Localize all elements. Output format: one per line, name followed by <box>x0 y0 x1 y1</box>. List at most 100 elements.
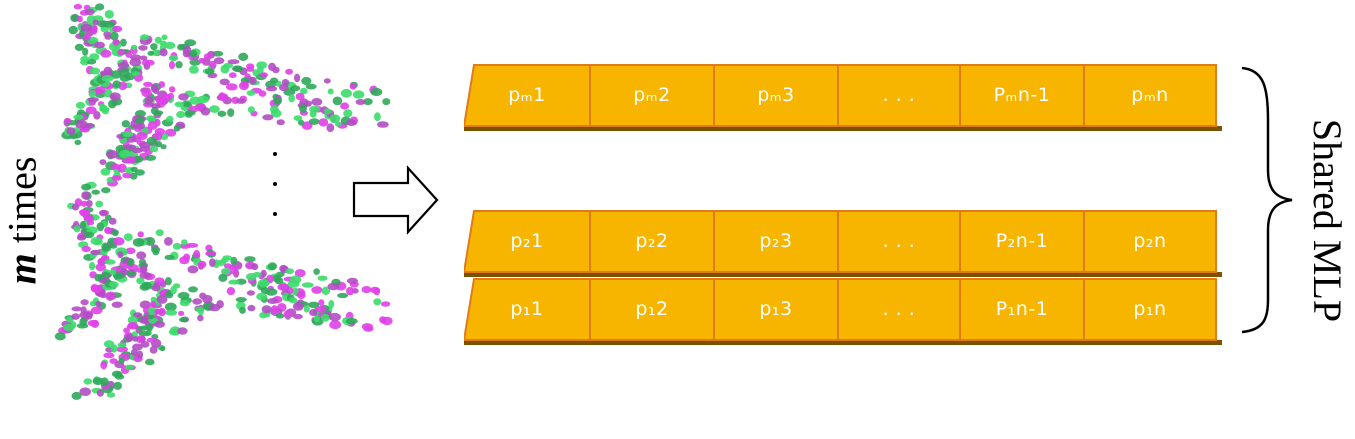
point-dot <box>374 112 381 122</box>
point-dot <box>105 291 117 301</box>
point-dot <box>130 348 138 356</box>
point-dot <box>129 54 142 61</box>
point-dot <box>71 313 80 320</box>
shared-mlp-label: Shared MLP <box>1300 40 1355 400</box>
point-dot <box>131 71 141 77</box>
point-dot <box>373 298 382 306</box>
point-dot <box>332 96 343 106</box>
point-dot <box>88 90 97 98</box>
point-dot <box>221 268 231 275</box>
point-dot <box>93 41 105 49</box>
point-dot <box>104 10 114 19</box>
point-dot <box>118 357 125 364</box>
point-cell-bg <box>1083 64 1217 127</box>
point-dot <box>150 43 158 51</box>
point-dot <box>126 270 135 277</box>
point-dot <box>111 175 123 181</box>
strip-shadow <box>464 340 1222 345</box>
point-dot <box>246 66 255 72</box>
point-cloud-bottom <box>54 198 393 400</box>
point-dot <box>209 258 216 267</box>
point-dot <box>74 43 84 52</box>
point-dot <box>380 301 391 307</box>
point-dot <box>346 286 355 296</box>
point-dot <box>137 325 148 331</box>
point-dot <box>327 88 334 95</box>
point-dot <box>193 250 201 259</box>
point-dot <box>197 314 204 322</box>
point-dot <box>227 59 240 65</box>
point-dot <box>208 303 221 312</box>
point-dot <box>111 229 119 237</box>
point-dot <box>249 76 257 85</box>
point-dot <box>262 114 274 121</box>
point-dot <box>66 316 74 323</box>
point-dot <box>125 364 135 370</box>
point-dot <box>80 299 89 306</box>
ellipsis-dot <box>273 182 277 186</box>
point-dot <box>117 342 127 348</box>
point-dot <box>256 292 268 301</box>
point-dot <box>54 332 66 341</box>
point-dot <box>220 64 230 74</box>
point-dot <box>112 25 123 33</box>
point-cell: pₘ1 <box>508 84 546 106</box>
point-dot <box>104 226 112 235</box>
point-dot <box>130 166 138 172</box>
point-dot <box>241 81 249 88</box>
point-dot <box>267 262 277 271</box>
point-dot <box>178 310 185 316</box>
point-dot <box>111 301 123 308</box>
shared-mlp-text: Shared MLP <box>1305 118 1351 322</box>
point-dot <box>139 271 151 279</box>
point-dot <box>112 272 125 280</box>
point-dot <box>152 86 160 95</box>
point-dot <box>293 115 303 121</box>
point-dot <box>205 250 217 257</box>
point-dot <box>267 298 279 304</box>
point-dot <box>100 168 111 176</box>
point-dot <box>203 53 213 60</box>
point-dot <box>94 3 105 11</box>
point-dot <box>189 59 201 66</box>
point-dot <box>166 115 174 123</box>
point-dot <box>124 144 136 151</box>
point-dot <box>247 106 255 113</box>
point-dot <box>209 105 220 113</box>
point-dot <box>244 256 256 263</box>
point-dot <box>204 68 215 75</box>
point-dot <box>145 59 155 66</box>
point-cell: p₂n <box>1133 230 1167 252</box>
point-dot <box>135 122 146 130</box>
point-dot <box>295 92 305 101</box>
point-dot <box>131 147 143 154</box>
point-dot <box>361 286 372 294</box>
point-dot <box>290 85 301 92</box>
point-dot <box>88 262 96 271</box>
point-dot <box>96 20 109 28</box>
point-dot <box>82 34 91 41</box>
point-dot <box>116 346 128 353</box>
point-dot <box>141 89 152 98</box>
point-dot <box>79 387 91 397</box>
point-dot <box>100 360 108 370</box>
point-dot <box>129 58 142 67</box>
point-dot <box>382 98 391 106</box>
point-dot <box>235 297 247 303</box>
point-dot <box>160 144 167 150</box>
point-dot <box>266 85 278 92</box>
point-dot <box>112 38 120 46</box>
point-dot <box>246 290 255 296</box>
point-dot <box>125 247 136 255</box>
point-dot <box>217 93 229 101</box>
point-dot <box>65 118 72 124</box>
point-dot <box>76 234 87 241</box>
point-dot <box>227 108 235 117</box>
point-dot <box>151 284 161 292</box>
point-dot <box>127 258 135 267</box>
point-dot <box>136 277 145 285</box>
point-dot <box>226 83 238 91</box>
point-dot <box>175 60 183 69</box>
point-dot <box>329 320 342 330</box>
point-dot <box>80 120 88 129</box>
